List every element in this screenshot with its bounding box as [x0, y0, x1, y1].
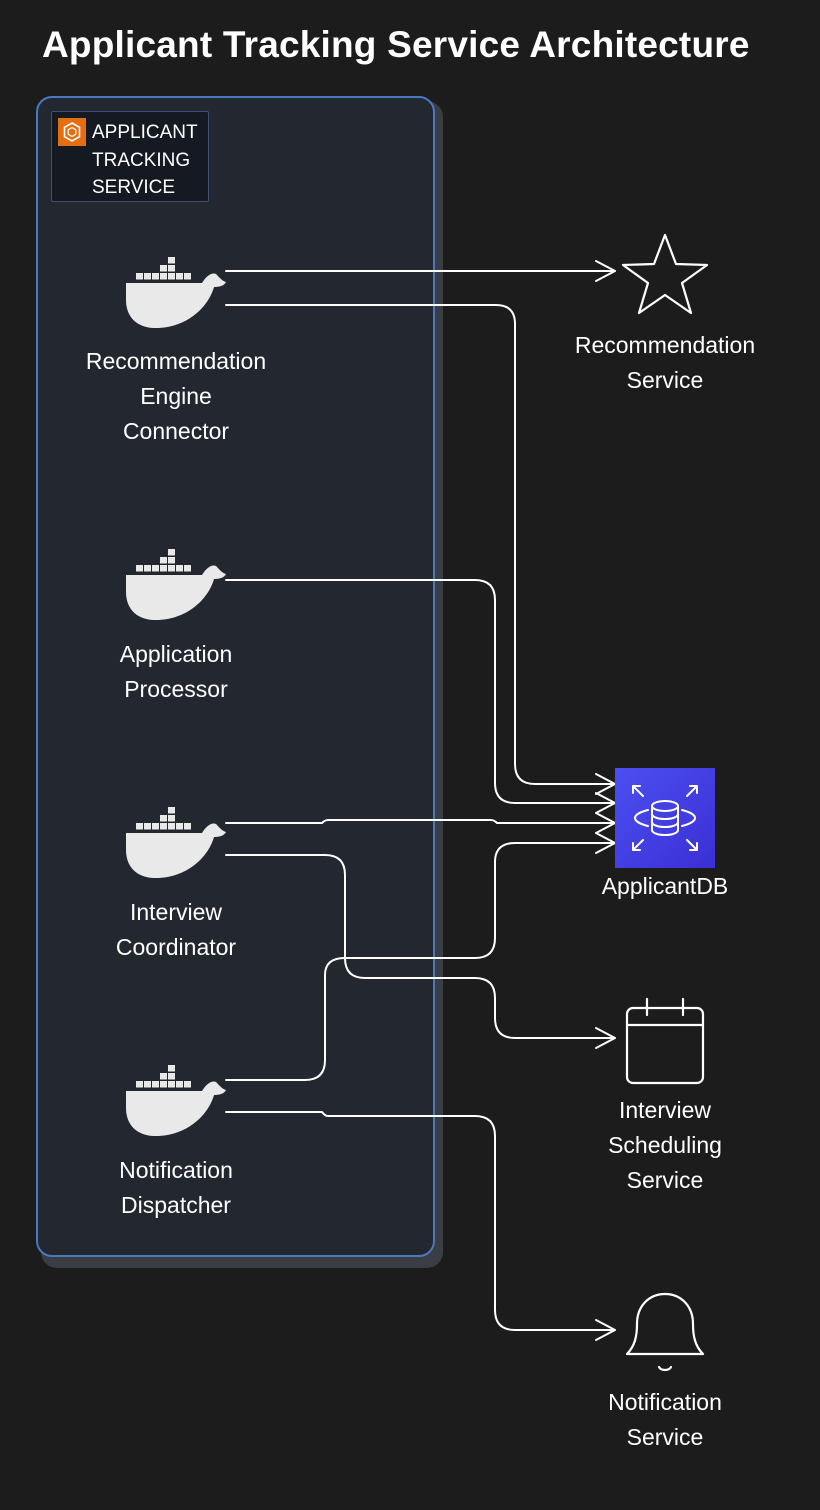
service-label-interview-scheduling-service: Interview Scheduling Service — [608, 1097, 722, 1193]
edge-notification-dispatcher-to-notification-service — [225, 1111, 616, 1331]
service-label-notification-service: Notification Service — [608, 1389, 722, 1450]
edge-application-processor-to-applicantdb — [225, 579, 616, 804]
container-label-recommendation-engine-connector: Recommendation Engine Connector — [85, 348, 267, 444]
arrowhead — [595, 260, 616, 282]
applicant-tracking-service-group[interactable] — [36, 96, 435, 1257]
container-label-application-processor: Application Processor — [119, 641, 233, 702]
group-badge: APPLICANT TRACKING SERVICE — [51, 111, 209, 202]
docker-icon[interactable] — [120, 1060, 226, 1140]
diagram-title: Applicant Tracking Service Architecture — [42, 24, 750, 65]
arrowhead — [595, 1319, 616, 1341]
arrowhead — [595, 1027, 616, 1049]
docker-icon[interactable] — [120, 802, 226, 882]
edge-notification-dispatcher-to-applicantdb — [225, 842, 616, 1081]
container-label-interview-coordinator: Interview Coordinator — [115, 899, 237, 960]
docker-icon[interactable] — [120, 252, 226, 332]
bell-icon[interactable] — [622, 1288, 708, 1380]
aws-ecs-icon — [58, 118, 86, 146]
group-label: APPLICANT TRACKING SERVICE — [92, 122, 198, 198]
service-label-recommendation-service: Recommendation Service — [574, 332, 756, 393]
edge-recommendation-engine-to-applicantdb — [225, 304, 616, 785]
docker-icon[interactable] — [120, 544, 226, 624]
star-icon[interactable] — [619, 231, 711, 319]
calendar-icon[interactable] — [622, 995, 708, 1087]
container-label-notification-dispatcher: Notification Dispatcher — [119, 1157, 233, 1218]
edge-interview-coordinator-to-interview-scheduling-service — [225, 854, 616, 1039]
edge-interview-coordinator-to-applicantdb — [225, 819, 616, 824]
database-icon[interactable] — [615, 768, 715, 868]
service-label-applicantdb: ApplicantDB — [601, 873, 729, 899]
